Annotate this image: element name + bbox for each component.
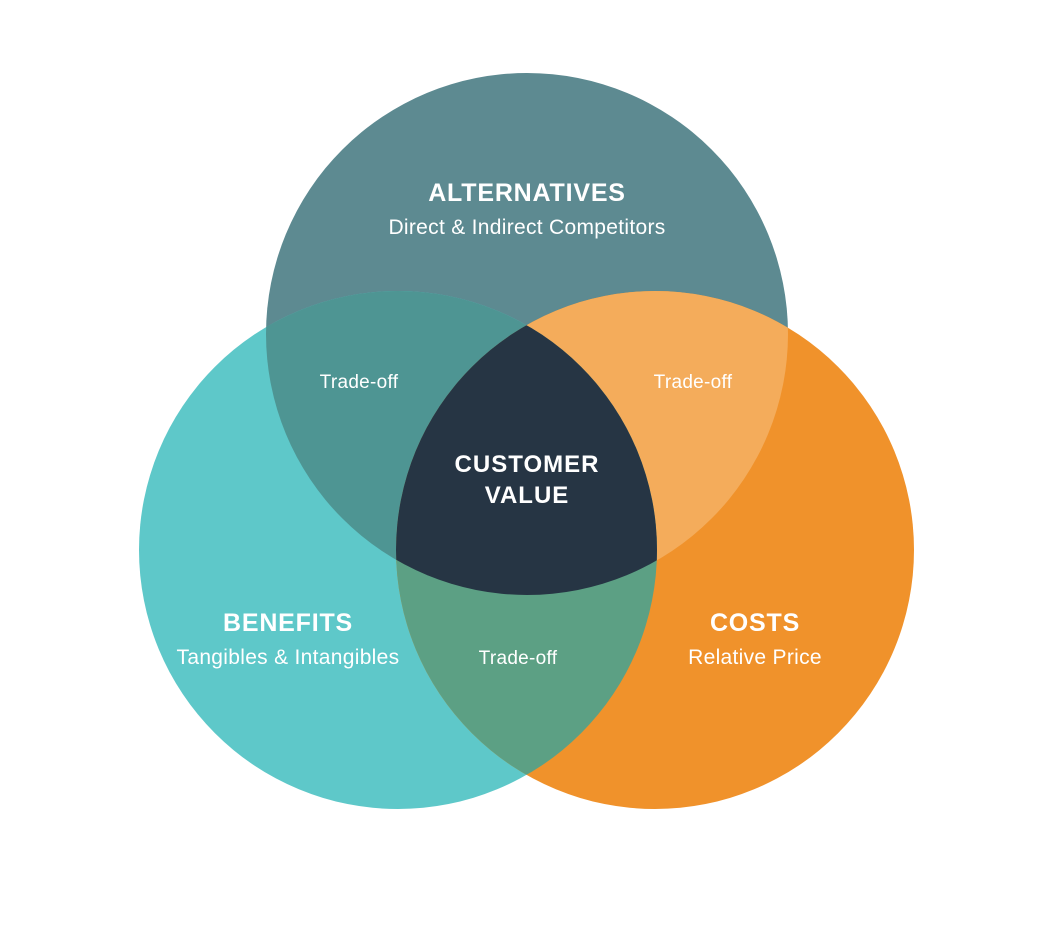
customer-value-center-region xyxy=(396,291,657,595)
tradeoff-label-alternatives-benefits: Trade-off xyxy=(320,372,399,393)
customer-value-line1: CUSTOMER xyxy=(455,451,600,478)
benefits-title: BENEFITS xyxy=(223,609,353,637)
customer-value-line2: VALUE xyxy=(485,482,570,509)
benefits-subtitle: Tangibles & Intangibles xyxy=(177,646,400,669)
tradeoff-label-alternatives-costs: Trade-off xyxy=(654,372,733,393)
costs-title: COSTS xyxy=(710,609,800,637)
costs-subtitle: Relative Price xyxy=(688,646,822,669)
alternatives-title: ALTERNATIVES xyxy=(428,179,626,207)
tradeoff-label-benefits-costs: Trade-off xyxy=(479,648,558,669)
alternatives-subtitle: Direct & Indirect Competitors xyxy=(388,216,665,239)
